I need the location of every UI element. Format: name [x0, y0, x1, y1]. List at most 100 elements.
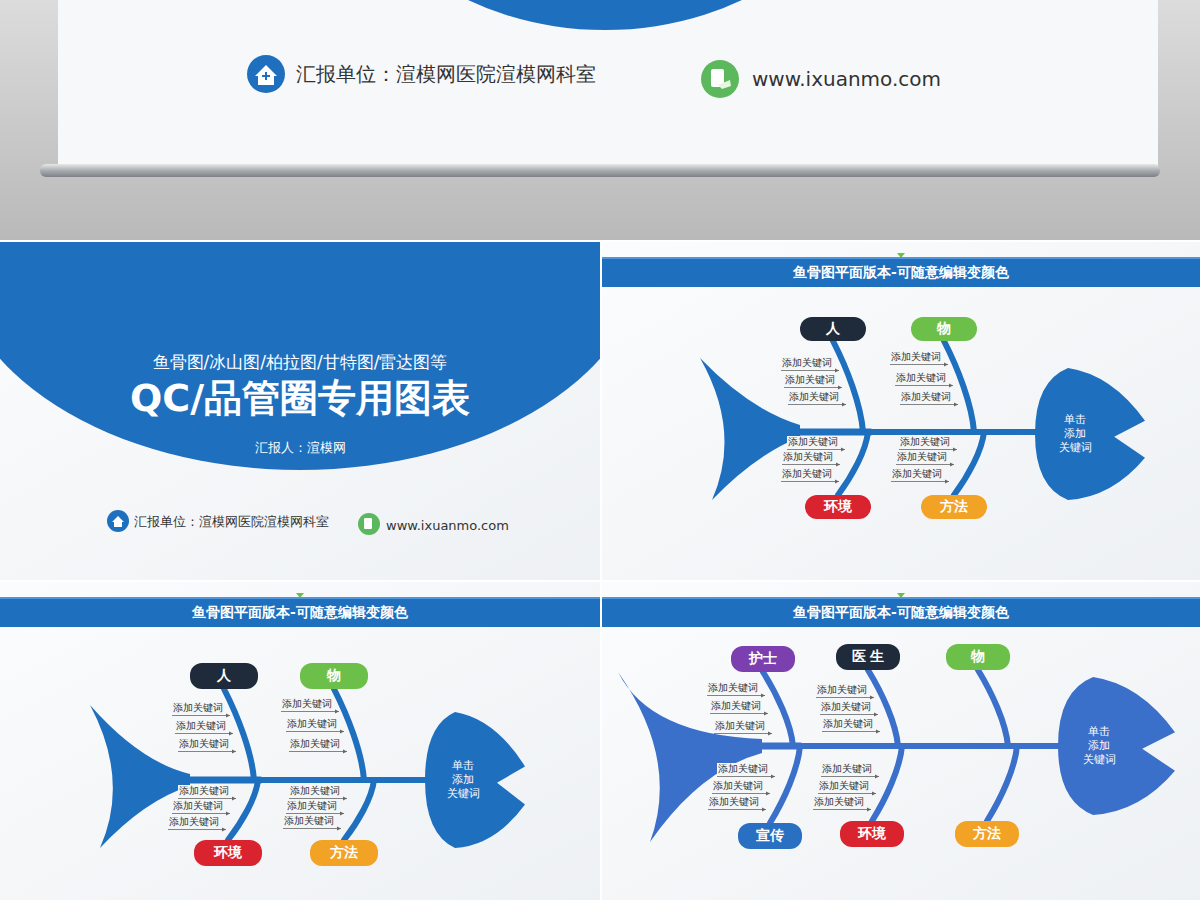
caption-text: 汇报单位：渲模网医院渲模网科室	[296, 61, 596, 88]
top-panel-ground	[0, 0, 1200, 240]
leader-arrow	[226, 812, 230, 816]
category-text: 环境	[824, 498, 852, 516]
leader-arrow	[872, 792, 876, 796]
leader-line	[813, 809, 871, 810]
keyword-label: 添加关键词	[286, 800, 338, 812]
leader-arrow	[835, 480, 839, 484]
category-text: 方法	[330, 844, 358, 862]
leader-arrow	[340, 730, 344, 734]
keyword-label: 添加关键词	[822, 718, 874, 730]
keyword-label: 添加关键词	[289, 738, 341, 750]
leader-line	[168, 829, 226, 830]
leader-arrow	[870, 696, 874, 700]
leader-arrow	[337, 827, 341, 831]
category-pill: 护士	[731, 646, 795, 672]
title-text: QC/品管圈专用图表	[130, 373, 470, 424]
category-pill: 环境	[840, 821, 904, 847]
house-symbol	[255, 65, 277, 85]
fish-bone	[838, 432, 1040, 495]
leader-line	[178, 798, 236, 799]
keyword-label: 添加关键词	[178, 738, 230, 750]
leader-line	[781, 481, 839, 482]
leader-line	[891, 481, 949, 482]
leader-arrow	[835, 369, 839, 373]
category-text: 物	[327, 667, 341, 685]
fish-bone	[833, 341, 1040, 432]
leader-arrow	[954, 403, 958, 407]
leader-line	[818, 793, 876, 794]
leader-arrow	[232, 750, 236, 754]
fish-bone	[978, 670, 1063, 746]
keyword-label: 添加关键词	[283, 815, 335, 827]
leader-line	[822, 731, 880, 732]
fish-bone	[868, 670, 1063, 746]
keyword-label: 添加关键词	[782, 451, 834, 463]
keyword-label: 添加关键词	[821, 763, 873, 775]
house-symbol	[112, 516, 124, 527]
category-text: 环境	[858, 825, 886, 843]
leader-line	[895, 385, 953, 386]
leader-arrow	[841, 448, 845, 452]
category-text: 人	[826, 320, 840, 338]
keyword-label: 添加关键词	[891, 468, 943, 480]
leader-arrow	[335, 710, 339, 714]
keyword-label: 添加关键词	[895, 372, 947, 384]
leader-line	[172, 813, 230, 814]
keyword-label: 添加关键词	[178, 785, 230, 797]
leader-arrow	[842, 403, 846, 407]
caption-text: www.ixuanmo.com	[386, 518, 509, 533]
keyword-label: 添加关键词	[712, 780, 764, 792]
fish-bone	[987, 746, 1063, 821]
leader-line	[890, 364, 948, 365]
category-text: 方法	[973, 825, 1001, 843]
leader-arrow	[232, 797, 236, 801]
unit-icon	[247, 55, 285, 93]
keyword-label: 添加关键词	[787, 436, 839, 448]
leader-line	[710, 713, 768, 714]
leader-arrow	[949, 384, 953, 388]
header-text: 鱼骨图平面版本-可随意编辑变颜色	[793, 264, 1009, 282]
leader-line	[788, 404, 846, 405]
fish-head-outline	[425, 712, 525, 848]
keyword-label: 添加关键词	[818, 780, 870, 792]
fish-head-shape	[1058, 677, 1175, 815]
fish-head-outline	[1035, 368, 1145, 500]
category-pill: 人	[800, 317, 866, 341]
leader-line	[708, 809, 766, 810]
fish-bone	[344, 780, 430, 840]
leader-line	[286, 813, 344, 814]
title-circle	[0, 242, 600, 470]
leader-line	[178, 751, 236, 752]
fish-bone	[228, 780, 430, 840]
leader-arrow	[944, 363, 948, 367]
keyword-label: 添加关键词	[900, 391, 952, 403]
fish-spine	[185, 777, 260, 784]
keyword-label: 添加关键词	[717, 763, 769, 775]
leader-arrow	[768, 732, 772, 736]
fish-bone	[944, 341, 1040, 432]
leader-arrow	[340, 812, 344, 816]
leader-line	[784, 387, 842, 388]
blue-arc	[345, 0, 865, 30]
fish-spine	[795, 429, 870, 436]
leader-line	[281, 711, 339, 712]
head-text: 单击 添加 关键词	[445, 759, 481, 802]
caption-text: 汇报人：渲模网	[255, 439, 346, 457]
fish-head-shape	[1035, 368, 1145, 500]
category-text: 宣传	[756, 827, 784, 845]
web-icon	[358, 513, 380, 535]
leader-arrow	[761, 694, 765, 698]
leader-line	[899, 449, 957, 450]
keyword-label: 添加关键词	[281, 698, 333, 710]
keyword-label: 添加关键词	[781, 357, 833, 369]
leader-line	[821, 776, 879, 777]
fish-bone	[872, 746, 1063, 821]
category-text: 人	[217, 667, 231, 685]
keyword-label: 添加关键词	[788, 391, 840, 403]
leader-line	[707, 695, 765, 696]
leader-line	[712, 793, 770, 794]
category-text: 医 生	[852, 648, 885, 666]
leader-line	[175, 733, 233, 734]
leader-line	[820, 714, 878, 715]
